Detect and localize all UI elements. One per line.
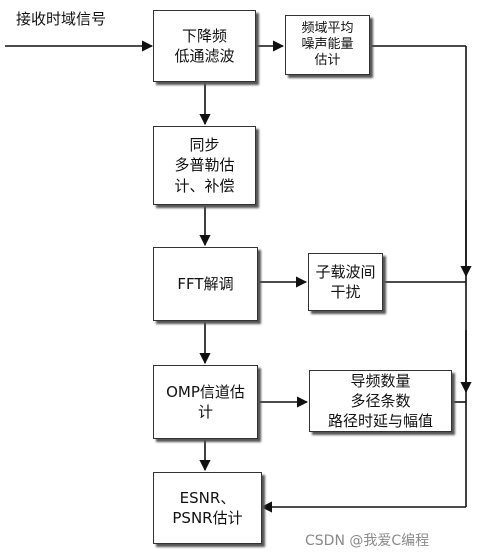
input-signal-label: 接收时域信号: [16, 10, 107, 28]
box-downconvert-lowpass: 下降频 低通滤波: [153, 10, 256, 82]
box-fft-demod: FFT解调: [153, 247, 258, 321]
watermark: CSDN @我爱C编程: [305, 533, 430, 549]
box-omp-channel-estimate: OMP信道估 计: [153, 365, 258, 439]
box-pilot-multipath: 导频数量 多径条数 路径时延与幅值: [309, 370, 452, 432]
box-subcarrier-interference: 子载波间 干扰: [308, 253, 383, 311]
box-noise-energy-estimate: 频域平均 噪声能量 估计: [285, 15, 370, 75]
box-sync-doppler: 同步 多普勒估 计、补偿: [153, 126, 256, 205]
box-snr-estimate: ESNR、 PSNR估计: [153, 472, 262, 544]
